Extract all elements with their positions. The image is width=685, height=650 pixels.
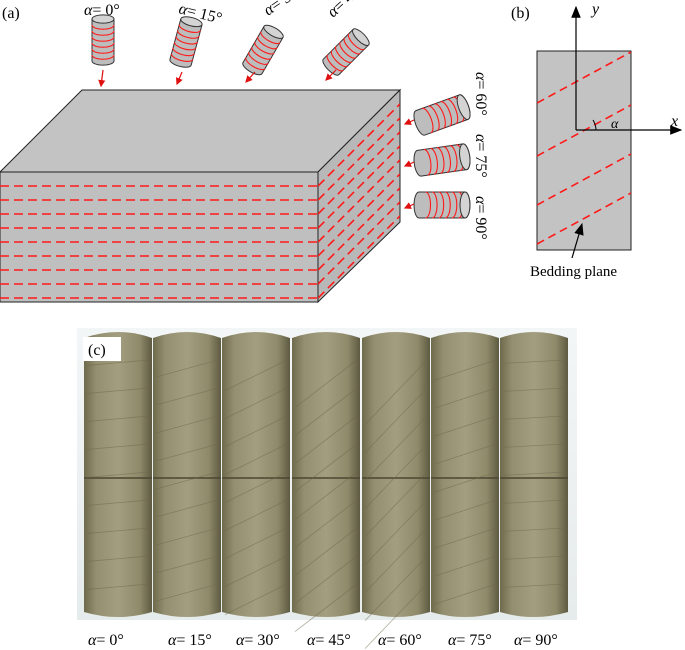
orientation-label-0: α= 0° [84, 2, 120, 19]
side-cores: α= 60° α= 75° α= 90° [403, 72, 489, 240]
bedding-line [318, 201, 400, 285]
photo-caption-3: α= 45° [307, 632, 351, 649]
core-sample [413, 143, 471, 177]
specimen-section [536, 50, 632, 251]
orientation-label-side-1: α= 75° [472, 134, 489, 178]
bedding-line [318, 117, 400, 201]
orientation-label-3: α= 45° [324, 0, 368, 21]
sandstone-core-1 [153, 332, 221, 617]
load-arrow [403, 118, 415, 125]
core-sample [169, 16, 203, 68]
load-arrow [403, 202, 415, 209]
photo-caption-2: α= 30° [236, 632, 280, 649]
core-sample [413, 191, 471, 219]
photo-caption-4: α= 60° [378, 632, 422, 649]
bedding-lines-front [0, 185, 318, 299]
photo-cores [84, 332, 568, 649]
panel-b: (b) y x α Bedding plane [511, 1, 683, 280]
sandstone-core-4 [362, 332, 430, 649]
y-axis-label: y [590, 1, 600, 18]
block-front-face [0, 171, 319, 303]
photo-captions: α= 0° α= 15° α= 30° α= 45° α= 60° α= 75° α= 90… [88, 632, 558, 649]
sandstone-core-0 [84, 332, 152, 617]
core-sample [413, 94, 471, 136]
panel-c-label-box [83, 337, 121, 361]
callout-label: Bedding plane [530, 264, 617, 280]
photo-caption-5: α= 75° [448, 632, 492, 649]
bedding-line [318, 187, 400, 271]
panel-a-label: (a) [2, 5, 20, 22]
orientation-label-side-0: α= 60° [472, 72, 489, 116]
load-arrow [98, 69, 106, 88]
bedding-line [318, 159, 400, 243]
sandstone-core-2 [222, 332, 290, 617]
sandstone-core-6 [500, 332, 568, 617]
bedding-line [318, 215, 400, 299]
panel-a: (a) α= 0°α= 15°α= 30°α= 45° α= 60°α= 75°… [0, 0, 489, 304]
orientation-label-2: α= 30° [261, 0, 307, 19]
x-axis-label: x [670, 113, 678, 130]
photo-caption-0: α= 0° [88, 632, 124, 649]
callout-arrow [571, 222, 584, 259]
angle-arc [592, 119, 597, 131]
load-arrow [325, 69, 337, 81]
panel-c-label: (c) [88, 342, 106, 359]
angle-symbol: α [611, 117, 619, 132]
bedding-line [318, 103, 400, 187]
core-sample [242, 24, 284, 76]
load-arrow [245, 71, 256, 83]
photo-caption-1: α= 15° [168, 632, 212, 649]
photo-caption-6: α= 90° [514, 632, 558, 649]
top-cores: α= 0°α= 15°α= 30°α= 45° [84, 0, 370, 88]
bedding-line [318, 173, 400, 257]
sandstone-core-5 [431, 332, 499, 617]
core-sample [91, 14, 115, 66]
load-arrow [403, 160, 415, 167]
core-sample [322, 28, 370, 76]
load-arrow [175, 71, 183, 86]
sandstone-core-3 [292, 332, 360, 632]
panel-b-label: (b) [511, 5, 530, 22]
bedding-line [318, 131, 400, 215]
orientation-label-side-2: α= 90° [472, 196, 489, 240]
panel-c: (c) α= 0°α= 15°α= 30°α= 45°α= 60°α= 75°α… [77, 328, 577, 649]
bedding-line [318, 145, 400, 229]
